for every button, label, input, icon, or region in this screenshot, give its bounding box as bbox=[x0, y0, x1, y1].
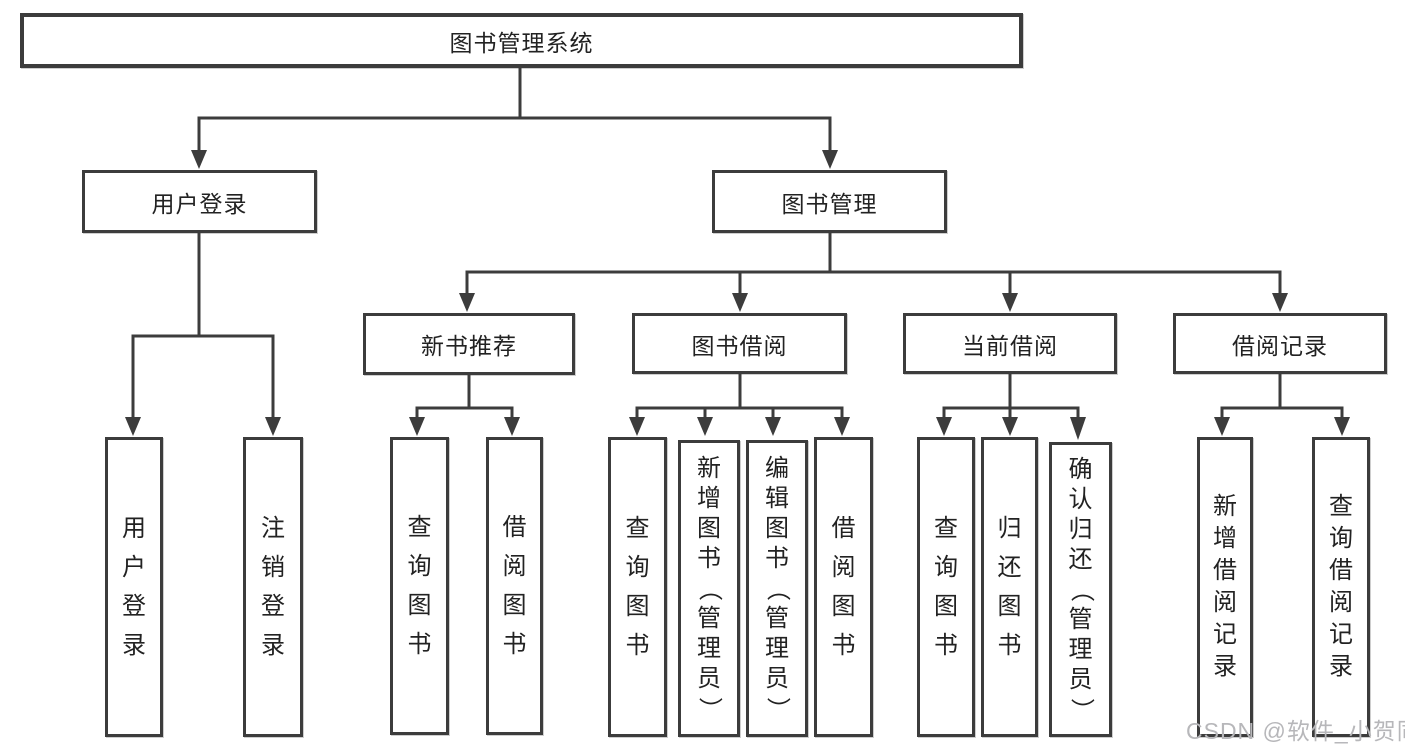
vertical-label-char: 借 bbox=[831, 514, 856, 542]
node-user-login: 用户登录 bbox=[82, 170, 317, 233]
vertical-label-char: 编 bbox=[765, 454, 789, 482]
vertical-label-char: 书 bbox=[625, 631, 650, 659]
node-leaf-logout: 注销登录 bbox=[243, 437, 303, 737]
vertical-label-char: 销 bbox=[261, 553, 285, 581]
vertical-label-char: 归 bbox=[997, 514, 1022, 542]
vertical-label-char: 查 bbox=[625, 514, 650, 542]
vertical-label-char: 查 bbox=[1329, 493, 1353, 520]
node-book-borrowing: 图书借阅 bbox=[632, 313, 847, 374]
vertical-label-char: 新 bbox=[1213, 493, 1237, 520]
vertical-label-char: 管 bbox=[1068, 605, 1093, 633]
node-book-management: 图书管理 bbox=[712, 170, 947, 233]
vertical-label-char: 阅 bbox=[1213, 589, 1237, 616]
vertical-label-char: 书 bbox=[407, 630, 432, 658]
vertical-label-char: 查 bbox=[934, 514, 958, 542]
vertical-label-char: 图 bbox=[831, 592, 856, 620]
vertical-label-char: 还 bbox=[997, 553, 1022, 581]
vertical-label-char: 增 bbox=[697, 484, 721, 512]
vertical-label-char: 借 bbox=[1213, 557, 1237, 584]
vertical-label-char: 询 bbox=[934, 553, 958, 581]
vertical-label-char: （ bbox=[764, 576, 791, 601]
vertical-label-char: 录 bbox=[122, 631, 146, 659]
vertical-label-char: （ bbox=[1067, 577, 1095, 602]
vertical-label-char: 借 bbox=[502, 513, 527, 541]
vertical-label-char: ） bbox=[696, 696, 723, 721]
vertical-label-char: 借 bbox=[1329, 557, 1353, 584]
vertical-label-char: 理 bbox=[697, 634, 721, 662]
node-leaf-return-books: 归还图书 bbox=[981, 437, 1038, 737]
node-leaf-query-books-borrowing: 查询图书 bbox=[608, 437, 667, 737]
vertical-label-char: 图 bbox=[502, 591, 527, 619]
vertical-label-char: 辑 bbox=[765, 484, 789, 512]
vertical-label-char: 图 bbox=[625, 592, 650, 620]
vertical-label-char: 阅 bbox=[1329, 589, 1353, 616]
vertical-label-char: 书 bbox=[765, 544, 789, 572]
vertical-label-char: 记 bbox=[1213, 621, 1237, 648]
node-borrowing-records: 借阅记录 bbox=[1173, 313, 1387, 374]
vertical-label-char: 图 bbox=[934, 592, 958, 620]
vertical-label-char: 录 bbox=[261, 631, 285, 659]
vertical-label-char: 录 bbox=[1329, 653, 1353, 680]
vertical-label-char: 图 bbox=[697, 514, 721, 542]
vertical-label-char: 新 bbox=[697, 454, 721, 482]
vertical-label-char: 户 bbox=[122, 553, 146, 581]
vertical-label-char: 录 bbox=[1213, 653, 1237, 680]
vertical-label-char: 员 bbox=[765, 664, 789, 692]
vertical-label-char: 图 bbox=[407, 591, 432, 619]
node-leaf-query-books-recommendation: 查询图书 bbox=[390, 437, 449, 735]
vertical-label-char: 归 bbox=[1068, 515, 1093, 543]
node-leaf-borrow-books: 借阅图书 bbox=[814, 437, 873, 737]
vertical-label-char: 阅 bbox=[502, 552, 527, 580]
vertical-label-char: 登 bbox=[122, 592, 146, 620]
node-root-library-system: 图书管理系统 bbox=[20, 13, 1023, 68]
vertical-label-char: ） bbox=[764, 696, 791, 721]
vertical-label-char: 注 bbox=[261, 514, 285, 542]
node-leaf-add-borrow-record: 新增借阅记录 bbox=[1197, 437, 1253, 737]
csdn-watermark: CSDN @软件_小贺同学 bbox=[1186, 718, 1405, 744]
vertical-label-char: 还 bbox=[1068, 545, 1093, 573]
vertical-label-char: 认 bbox=[1068, 485, 1093, 513]
vertical-label-char: 理 bbox=[765, 634, 789, 662]
vertical-label-char: 管 bbox=[765, 604, 789, 632]
node-leaf-add-books-admin: 新增图书 （ 管理员 ） bbox=[678, 440, 740, 737]
vertical-label-char: 书 bbox=[934, 631, 958, 659]
node-leaf-confirm-return-admin: 确认归还 （ 管理员 ） bbox=[1049, 442, 1112, 737]
vertical-label-char: 登 bbox=[261, 592, 285, 620]
node-new-book-recommendation: 新书推荐 bbox=[363, 313, 575, 375]
vertical-label-char: 员 bbox=[697, 664, 721, 692]
vertical-label-char: 用 bbox=[122, 514, 146, 542]
vertical-label-char: 记 bbox=[1329, 621, 1353, 648]
vertical-label-char: 员 bbox=[1068, 665, 1093, 693]
vertical-label-char: 询 bbox=[407, 552, 432, 580]
vertical-label-char: 书 bbox=[697, 544, 721, 572]
node-leaf-query-borrow-record: 查询借阅记录 bbox=[1312, 437, 1370, 737]
vertical-label-char: 图 bbox=[997, 592, 1022, 620]
vertical-label-char: （ bbox=[696, 576, 723, 601]
vertical-label-char: 查 bbox=[407, 513, 432, 541]
vertical-label-char: 阅 bbox=[831, 553, 856, 581]
vertical-label-char: 询 bbox=[625, 553, 650, 581]
vertical-label-char: 书 bbox=[831, 631, 856, 659]
vertical-label-char: 询 bbox=[1329, 525, 1353, 552]
vertical-label-char: 管 bbox=[697, 604, 721, 632]
node-leaf-query-books-current: 查询图书 bbox=[917, 437, 975, 737]
node-leaf-edit-books-admin: 编辑图书 （ 管理员 ） bbox=[746, 440, 808, 737]
node-leaf-user-login: 用户登录 bbox=[105, 437, 163, 737]
vertical-label-char: 增 bbox=[1213, 525, 1237, 552]
vertical-label-char: ） bbox=[1067, 697, 1095, 722]
vertical-label-char: 理 bbox=[1068, 635, 1093, 663]
vertical-label-char: 书 bbox=[502, 630, 527, 658]
vertical-label-char: 确 bbox=[1068, 455, 1093, 483]
vertical-label-char: 书 bbox=[997, 631, 1022, 659]
vertical-label-char: 图 bbox=[765, 514, 789, 542]
node-leaf-borrow-books-recommendation: 借阅图书 bbox=[486, 437, 543, 735]
node-current-borrowing: 当前借阅 bbox=[903, 313, 1117, 374]
